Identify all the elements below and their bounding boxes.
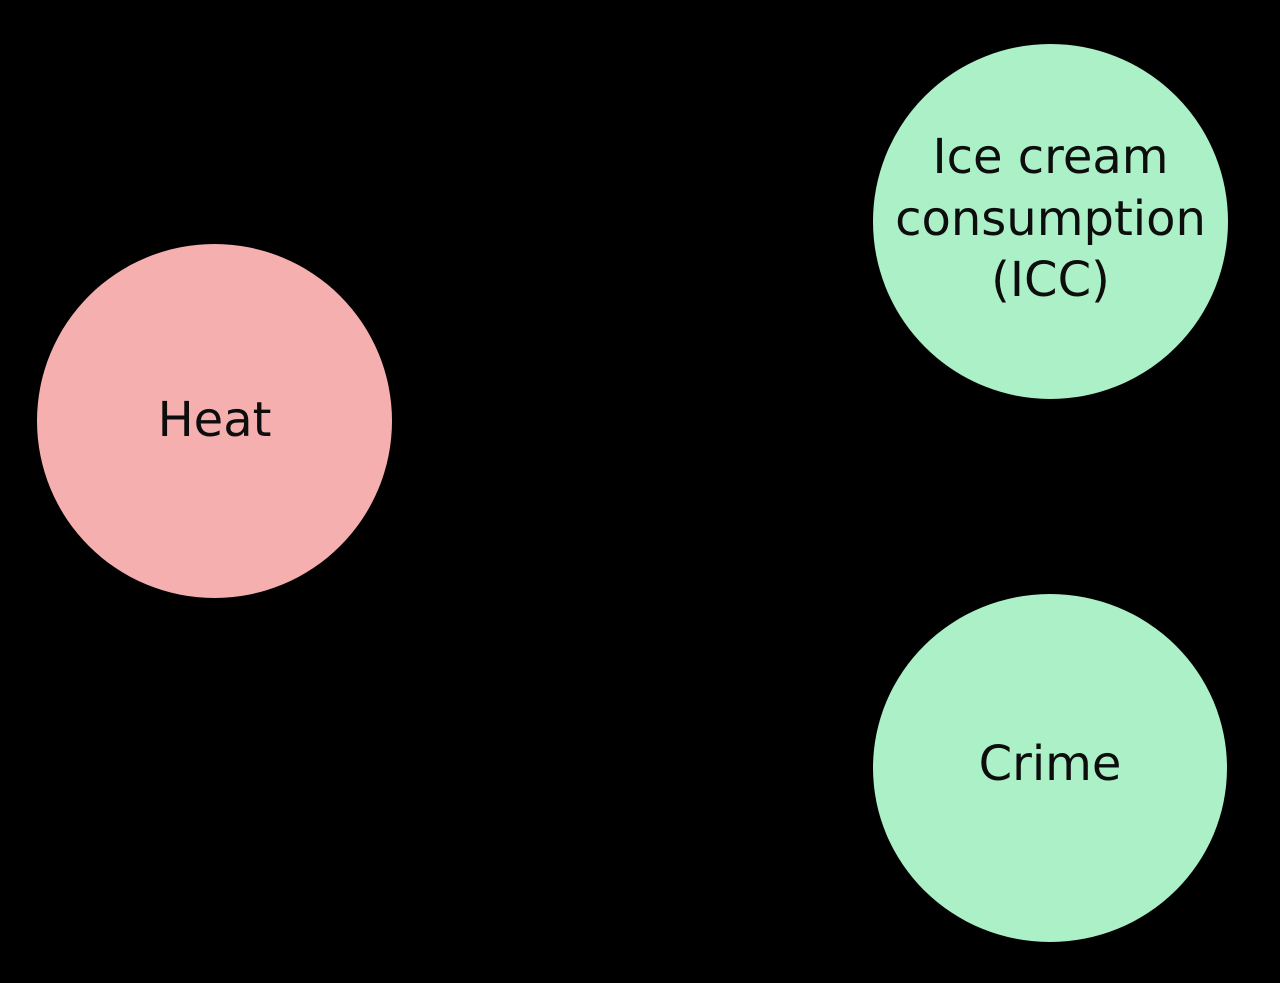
node-ice-cream-consumption-label: Ice cream consumption (ICC) [873, 127, 1228, 311]
node-heat[interactable]: Heat [36, 243, 393, 599]
node-heat-label-line-1: Heat [157, 392, 272, 449]
node-crime-label: Crime [873, 734, 1227, 795]
node-crime-label-line-1: Crime [978, 736, 1122, 793]
node-crime[interactable]: Crime [872, 593, 1228, 943]
node-heat-label: Heat [37, 390, 392, 451]
node-icc-label-line-3: (ICC) [991, 252, 1110, 309]
node-icc-label-line-1: Ice cream [932, 129, 1169, 186]
node-ice-cream-consumption[interactable]: Ice cream consumption (ICC) [872, 43, 1229, 400]
node-icc-label-line-2: consumption [895, 190, 1206, 247]
